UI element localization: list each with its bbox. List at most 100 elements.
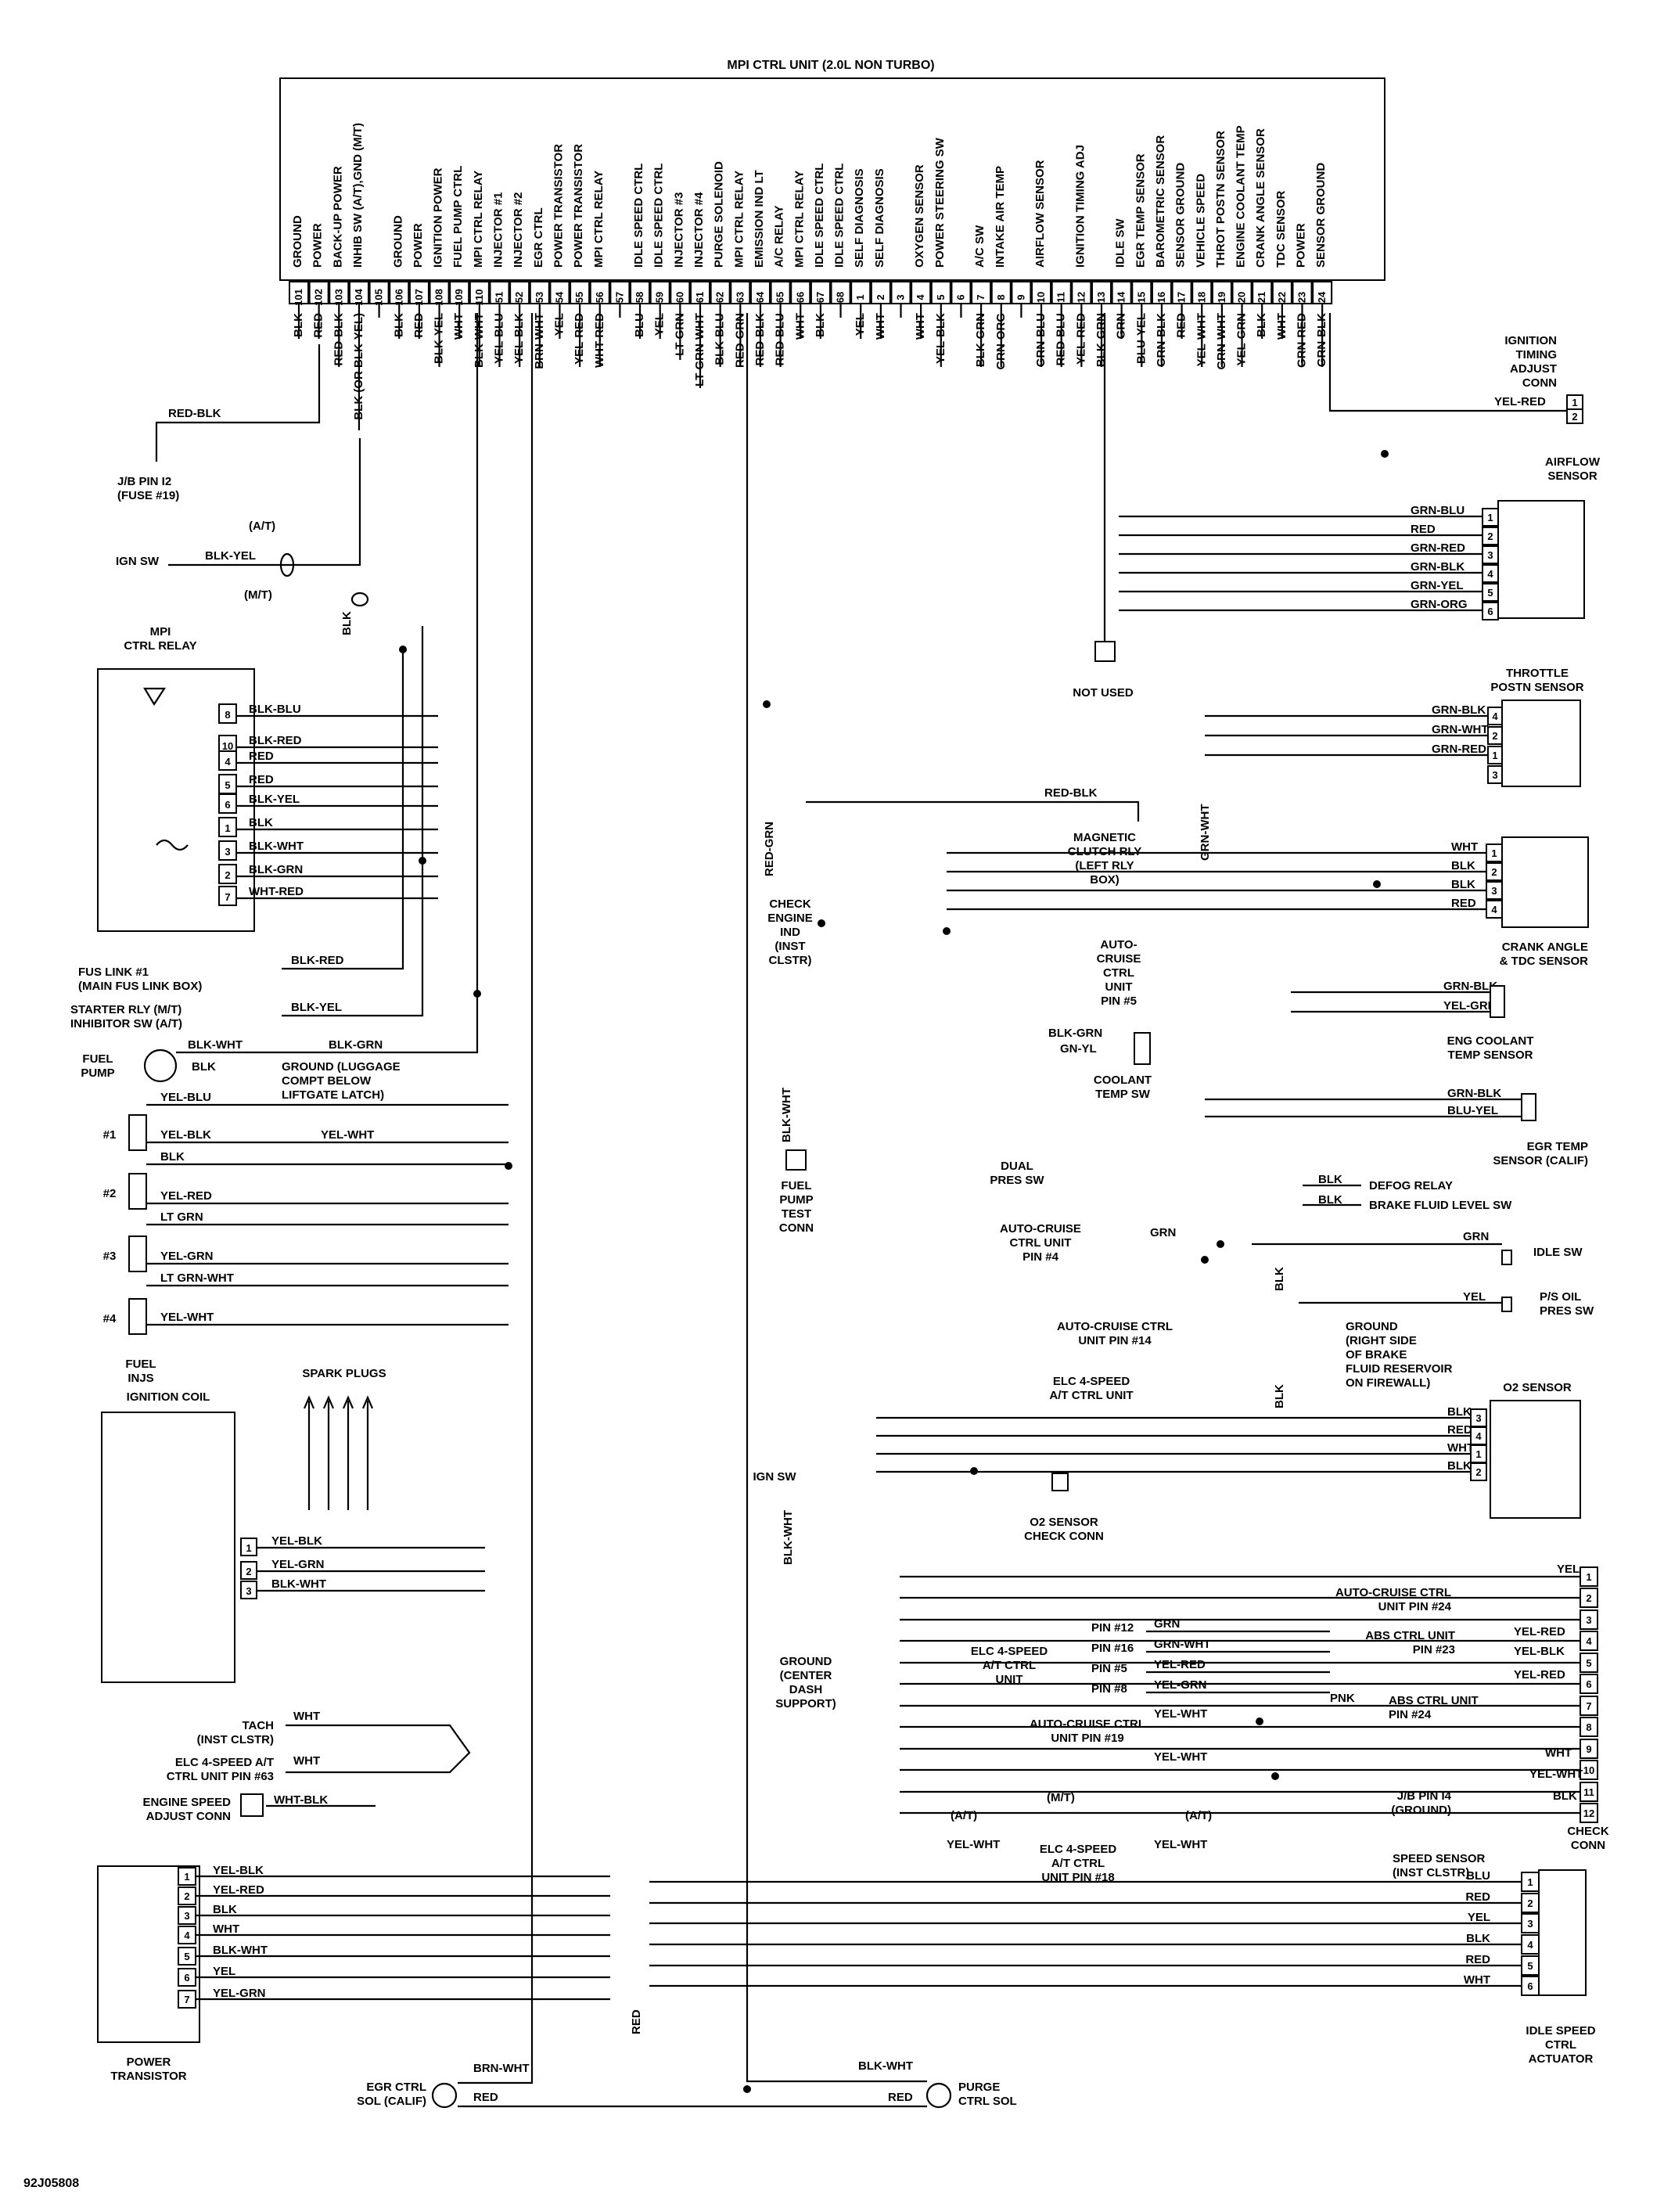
engine-speed-conn: [240, 1793, 264, 1817]
wire-color: BLK: [1451, 878, 1475, 891]
wire: [168, 438, 361, 566]
ecu-pin-cell: [308, 281, 329, 304]
ecu-pin-number: 16: [1155, 292, 1167, 303]
pin-number: 2: [1586, 1592, 1591, 1604]
ecu-pin-cell: [870, 281, 891, 304]
ecu-pin-number: 101: [293, 289, 304, 306]
wire-color: GRN-WHT: [1199, 804, 1212, 861]
pt-pin-number: 7: [184, 1994, 189, 2005]
ecu-pin-function: GROUND: [391, 215, 404, 268]
injector-wire-color: YEL-WHT: [160, 1311, 214, 1324]
ecu-pin-function: MPI CTRL RELAY: [592, 171, 606, 268]
pin-number: 2: [1572, 411, 1577, 423]
isc-box: [1538, 1869, 1587, 1996]
wire-color: YEL-WHT: [1154, 1750, 1207, 1764]
ecu-pin-function: OXYGEN SENSOR: [913, 164, 926, 268]
ecu-pin-cell: [749, 281, 771, 304]
wire-bundle: [279, 552, 295, 577]
injector-wire-color: YEL-BLK: [160, 1128, 211, 1142]
ecu-pin-function: INJECTOR #3: [672, 192, 685, 268]
coil-pin-number: 3: [246, 1585, 251, 1597]
wire-color: YEL-RED: [1514, 1668, 1565, 1681]
ecu-pin-number: 20: [1236, 292, 1248, 303]
injector-wire-color: YEL-RED: [160, 1189, 212, 1203]
o2-sensor-label: O2 SENSOR: [1503, 1381, 1572, 1394]
injector-icon: [128, 1235, 147, 1272]
pin-number: 5: [1487, 587, 1493, 599]
splice-dot: [1271, 1772, 1279, 1780]
ecu-pin-number: 108: [433, 289, 445, 306]
ecu-pin-cell: [990, 281, 1012, 304]
wire-color: BLK: [1447, 1405, 1472, 1419]
wire-color: YEL: [1468, 1911, 1490, 1924]
wire-color: WHT: [1451, 840, 1478, 854]
ecu-pin-function: A/C SW: [973, 225, 987, 268]
wire-color: BLK: [1553, 1789, 1577, 1803]
ecu-pin-function: INHIB SW (A/T),GND (M/T): [351, 123, 365, 268]
ecu-pin-function: SELF DIAGNOSIS: [873, 168, 886, 268]
ecu-pin-function: SENSOR GROUND: [1174, 163, 1188, 268]
pin-number: 2: [1491, 866, 1497, 878]
ecu-pin-number: 63: [734, 292, 746, 303]
ecu-pin-number: 14: [1116, 291, 1127, 303]
pin-number: 1: [1527, 1876, 1533, 1888]
pin-number: 6: [1586, 1678, 1591, 1690]
ecu-pin-number: 24: [1316, 291, 1328, 303]
ignition-coil-box: [101, 1412, 235, 1683]
injector-icon: [128, 1173, 147, 1210]
ecu-pin-number: 104: [353, 288, 365, 305]
injector-wire-color: YEL-WHT: [321, 1128, 374, 1142]
ecu-pin-cell: [1211, 281, 1232, 304]
relay-pin-number: 6: [225, 799, 230, 811]
coil-wire-color: YEL-BLK: [271, 1534, 322, 1548]
pin-number: 4: [1475, 1430, 1482, 1442]
wire-color: BLK-GRN: [1048, 1027, 1102, 1040]
idle-sw-icon: [1501, 1250, 1512, 1265]
pin-number: 1: [1572, 397, 1577, 408]
wire-color: BLK: [1273, 1267, 1286, 1291]
spark-plugs-label: SPARK PLUGS: [302, 1367, 386, 1380]
ecu-pin-function: IDLE SPEED CTRL: [813, 164, 826, 268]
relay-wire-color: BLK-YEL: [249, 793, 300, 806]
pin-number: 12: [1583, 1807, 1594, 1819]
figure-id: 92J05808: [23, 2177, 79, 2190]
ecu-pin-number: 65: [774, 292, 786, 303]
relay-pin-number: 3: [225, 846, 230, 858]
relay-wire-color: WHT-RED: [249, 885, 304, 898]
relay-pin-number: 1: [225, 822, 230, 834]
pin-number: 1: [1492, 750, 1497, 761]
wire-color: BLK: [1447, 1459, 1472, 1473]
pin-number: 5: [1586, 1657, 1591, 1669]
pin-number: 1: [1487, 512, 1493, 523]
wire: [155, 344, 321, 462]
fuel-pump-wire-color: BLK: [192, 1060, 216, 1074]
at-label: (A/T): [249, 520, 275, 533]
wire-bundle: [350, 592, 369, 607]
relay-pin-cell: [218, 817, 237, 837]
wire-color: GRN-WHT: [1154, 1638, 1210, 1651]
injector-wire-color: LT GRN: [160, 1210, 203, 1224]
ecu-pin-number: 107: [413, 289, 425, 306]
ecu-pin-function: IDLE SPEED CTRL: [833, 164, 846, 268]
at-label: (A/T): [951, 1809, 977, 1822]
relay-pin-number: 7: [225, 891, 230, 903]
wire-color: YEL-RED: [1494, 395, 1546, 408]
tach-wire-color: WHT: [293, 1710, 320, 1723]
wire: [746, 313, 927, 2083]
pt-wire-color: YEL-RED: [213, 1883, 264, 1897]
ecu-pin-cell: [971, 281, 992, 304]
ecu-pin-number: 67: [814, 292, 826, 303]
ecu-pin-function: GROUND: [291, 215, 304, 268]
ecu-pin-cell: [630, 281, 651, 304]
ecu-pin-cell: [389, 281, 410, 304]
ecu-pin-number: 1: [854, 294, 866, 300]
ecu-pin-function: EGR TEMP SENSOR: [1134, 153, 1147, 268]
wire-color: WHT: [1447, 1441, 1474, 1455]
relay-pin-cell: [218, 750, 237, 771]
